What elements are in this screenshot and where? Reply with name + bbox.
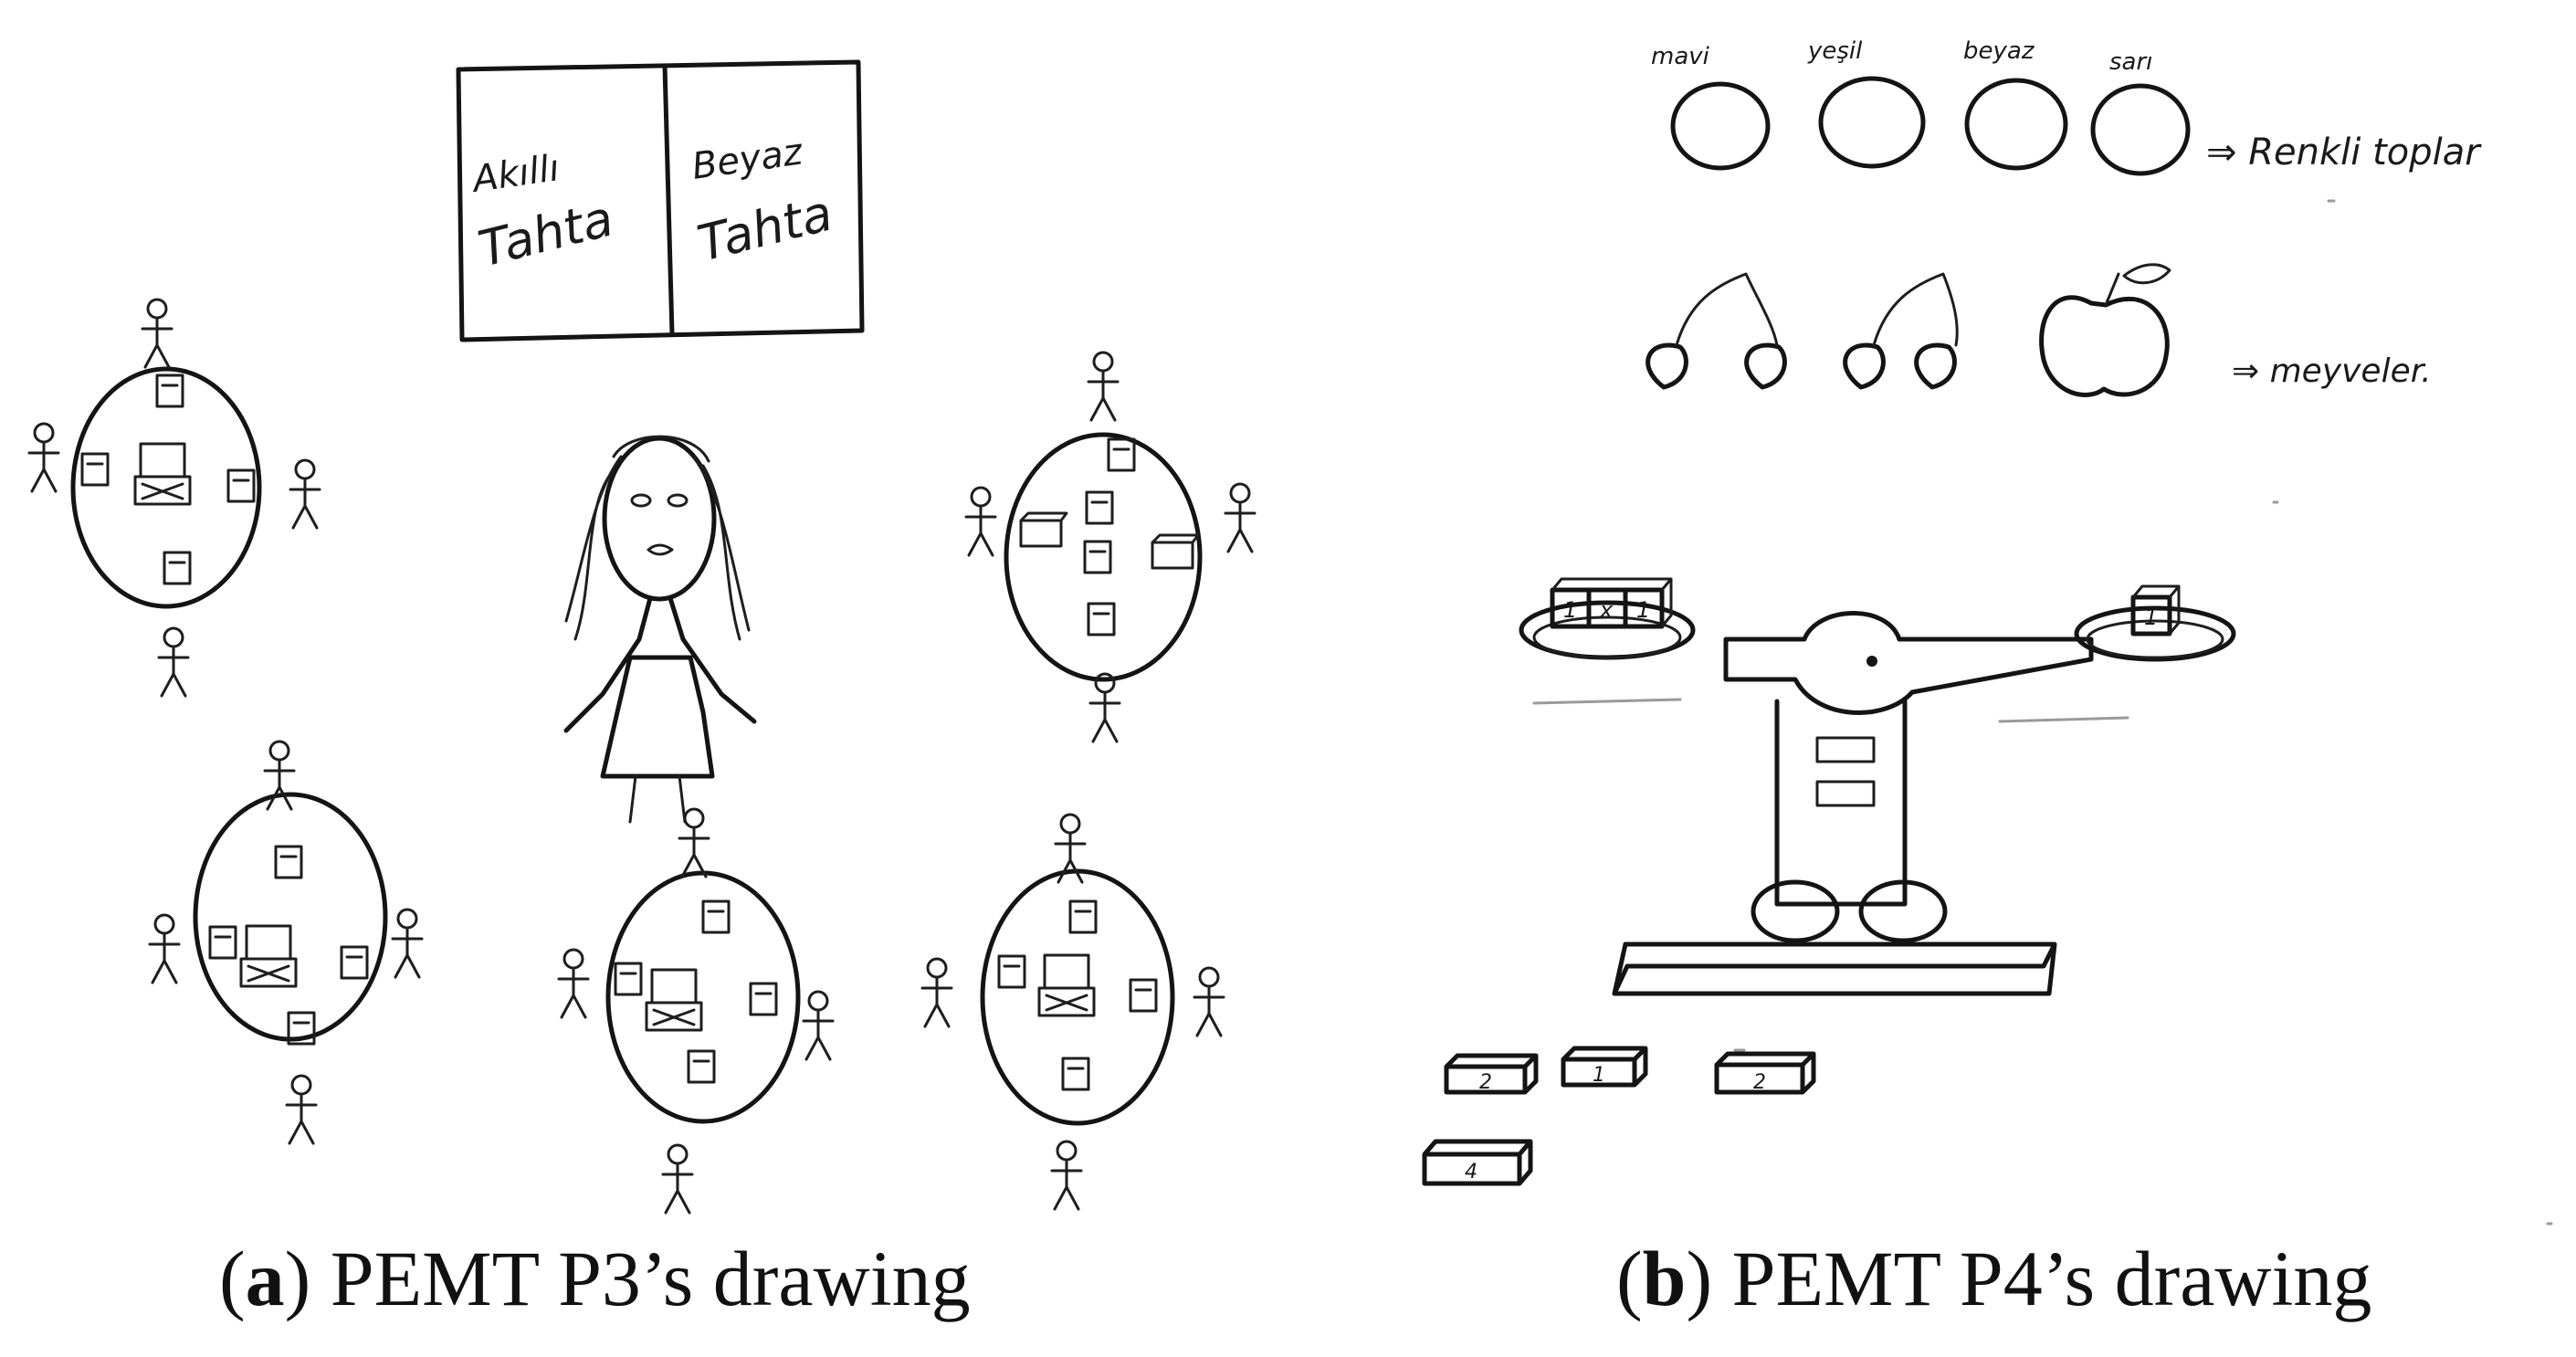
apple [2039,295,2170,397]
board-left-label-1: Akıllı [468,147,562,201]
loose-cube-2: 1 [1593,1064,1605,1087]
caption-b-letter: b [1642,1235,1687,1322]
caption-a-text: PEMT P3’s drawing [330,1235,971,1322]
left-cube-1: 1 [1563,597,1577,623]
panel-b-drawing: mavi yeşil beyaz sarı ⇒ Renkli toplar ⇒ … [1422,37,2553,1226]
teacher-figure [563,435,757,824]
right-pan [2074,605,2236,662]
ball-2 [1818,76,1926,169]
fruits-row: ⇒ meyveler. [1645,263,2432,397]
caption-b-text: PEMT P4’s drawing [1731,1235,2372,1322]
panel-a-drawing: Akıllı Tahta Beyaz Tahta [27,59,1256,1215]
loose-cube-3: 2 [1753,1071,1766,1094]
loose-cube-4: 4 [1465,1161,1477,1183]
board-right-label-1: Beyaz [689,131,805,188]
colored-balls-row: mavi yeşil beyaz sarı ⇒ Renkli toplar [1651,37,2482,176]
loose-cubes: 2 1 2 4 [1422,1046,1816,1186]
ball-label-2: yeşil [1807,37,1863,65]
scale-pillar [1774,699,1908,907]
scale-beam [1723,611,2094,715]
student-table-2 [148,740,424,1145]
board-left-label-2: Tahta [473,189,619,278]
cherry-4 [1914,342,1957,390]
student-table-1 [27,298,321,698]
right-pan-cube: 1 [2130,584,2181,636]
board-right-label-2: Tahta [692,184,838,272]
right-cube-label: 1 [2144,605,2158,630]
student-table-5 [920,813,1225,1211]
ball-label-3: beyaz [1963,37,2035,65]
loose-cube-1: 2 [1479,1071,1492,1094]
caption-a: (a) PEMT P3’s drawing [219,1235,971,1322]
ball-4 [2090,83,2191,176]
ball-1 [1670,81,1771,171]
ball-label-4: sarı [2109,48,2152,76]
left-pan-cubes: 1 x 1 [1550,577,1673,629]
fruits-note: ⇒ meyveler. [2232,352,2432,390]
cherry-3 [1843,342,1886,390]
balls-note: ⇒ Renkli toplar [2206,131,2482,174]
caption-a-letter: a [245,1235,285,1322]
cherry-1 [1645,342,1688,390]
balance-scale: 1 x 1 1 [1519,577,2236,996]
ball-label-1: mavi [1651,43,1710,70]
paper-marks [1532,199,2553,1226]
left-cube-3: 1 [1636,597,1650,623]
cherry-2 [1744,342,1787,390]
student-table-3 [557,807,835,1215]
scale-base [1612,941,2057,996]
caption-b: (b) PEMT P4’s drawing [1616,1235,2372,1322]
classroom-boards: Akıllı Tahta Beyaz Tahta [456,59,865,342]
left-cube-2: x [1599,597,1614,623]
ball-3 [1964,78,2068,171]
student-table-4 [964,351,1256,743]
